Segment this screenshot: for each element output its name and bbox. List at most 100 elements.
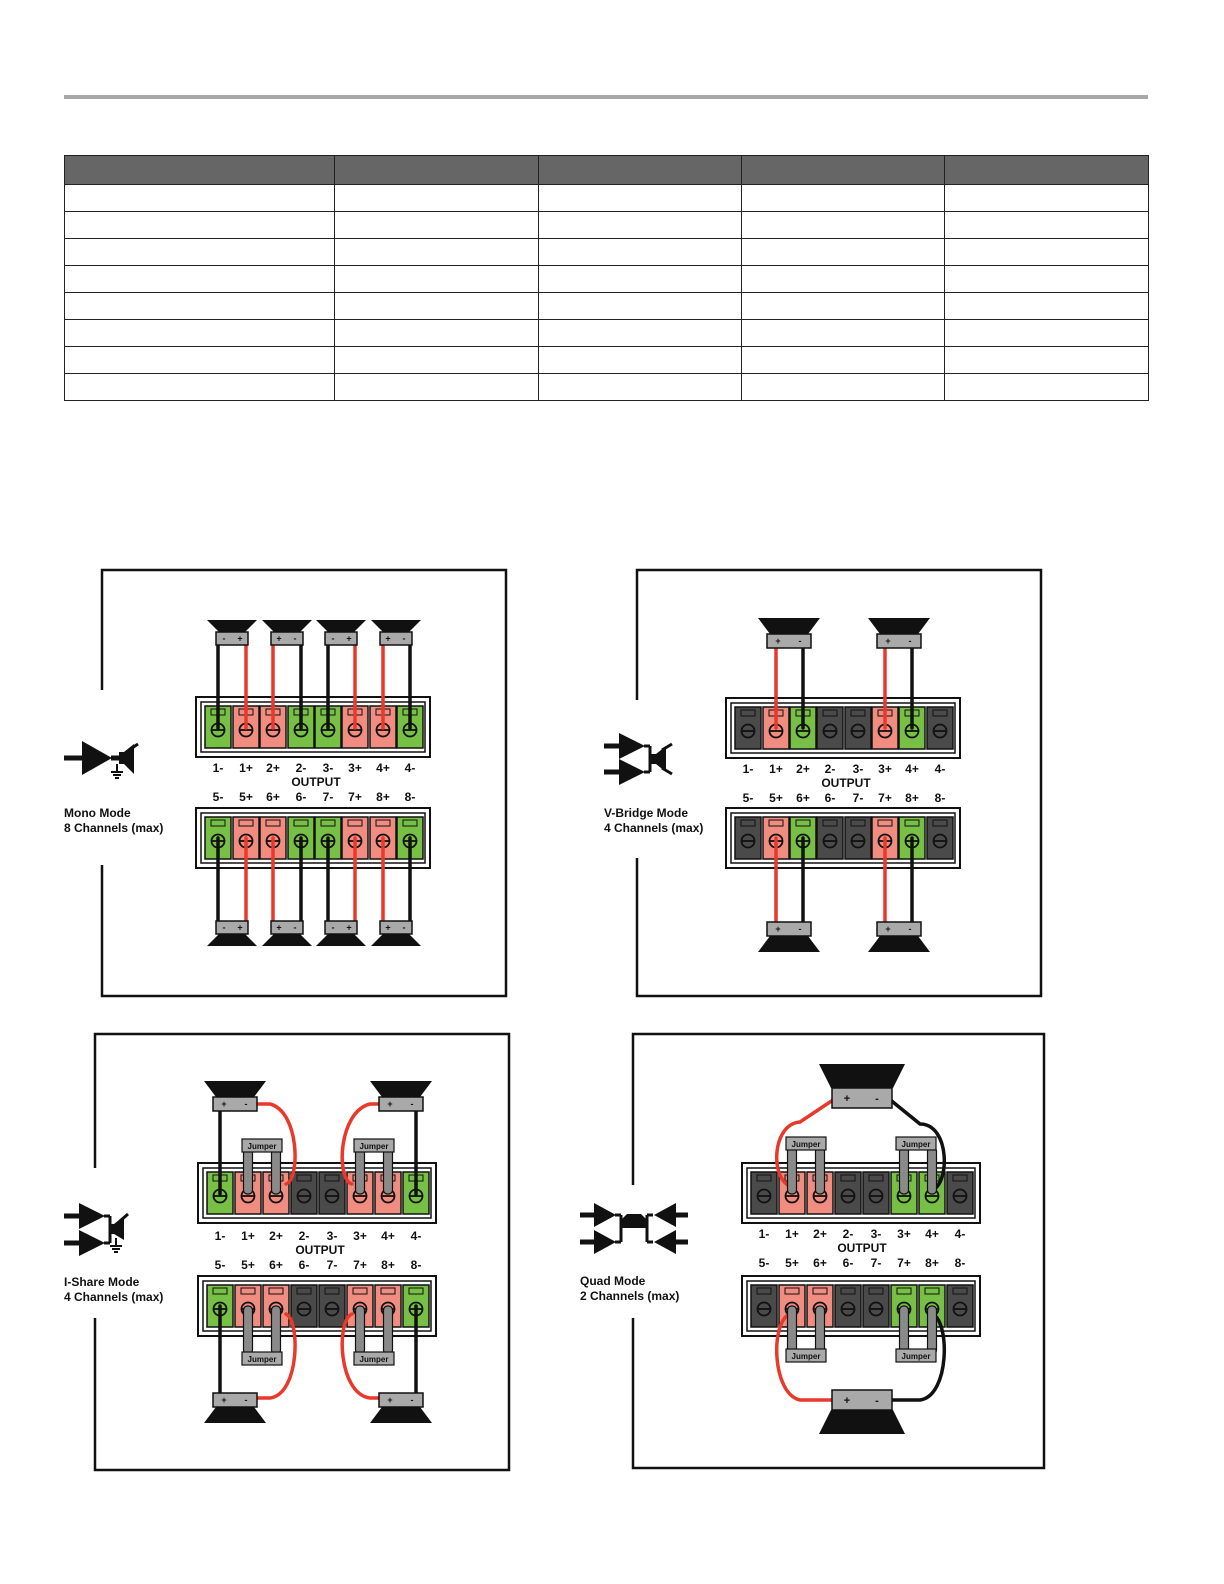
table-cell — [944, 319, 1149, 347]
speaker-polarity-label: + — [844, 1395, 850, 1407]
terminal-tab — [210, 819, 226, 827]
terminal-screw — [822, 723, 838, 739]
speaker-icon — [370, 1407, 432, 1423]
output-label: OUTPUT — [291, 775, 341, 789]
jumper-link — [242, 1147, 254, 1195]
terminal-unused — [926, 706, 954, 750]
terminal-block-inner — [746, 1167, 976, 1219]
table-cell — [538, 373, 742, 401]
table-cell — [741, 238, 945, 266]
mono-amp-icon — [64, 741, 139, 779]
terminal-label: 1- — [215, 1229, 226, 1243]
terminal-screw — [822, 833, 838, 849]
speaker-polarity-label: - — [223, 923, 226, 933]
speaker-terminal-label — [378, 1096, 424, 1112]
terminal-label: 6+ — [813, 1256, 827, 1270]
terminal-screw — [840, 1188, 856, 1204]
terminal-tab — [932, 819, 948, 827]
terminal-tab — [850, 819, 866, 827]
speaker-icon — [758, 936, 820, 952]
speaker-terminal-label — [831, 1389, 893, 1411]
terminal-screw — [850, 723, 866, 739]
jumper-label: Jumper — [792, 1140, 821, 1149]
terminal-label: 1- — [759, 1227, 770, 1241]
speaker-terminal-label — [270, 920, 304, 935]
output-label: OUTPUT — [821, 776, 871, 790]
speaker-polarity-label: + — [387, 1395, 392, 1405]
table-cell — [944, 346, 1149, 374]
speaker-terminal-label — [766, 921, 812, 937]
terminal-tab — [868, 1174, 884, 1182]
spec-table — [64, 155, 1149, 401]
jumper-link — [354, 1147, 366, 1195]
terminal-label: 8- — [935, 791, 946, 805]
speaker-polarity-label: - — [411, 1099, 414, 1109]
terminal-screw — [868, 1301, 884, 1317]
speaker-polarity-label: + — [276, 923, 281, 933]
speaker-polarity-label: - — [332, 634, 335, 644]
mode-channels: 4 Channels (max) — [64, 1290, 163, 1304]
terminal-label: 6- — [296, 790, 307, 804]
speaker-polarity-label: + — [775, 636, 780, 646]
terminal-label: 3+ — [878, 762, 892, 776]
terminal-tab — [740, 819, 756, 827]
speaker-terminal-label — [876, 633, 922, 649]
speaker-icon — [819, 1064, 905, 1088]
wire — [774, 1096, 838, 1188]
terminal-tab — [850, 709, 866, 717]
terminal-label: 3+ — [897, 1227, 911, 1241]
jumper-label-box — [785, 1136, 827, 1151]
terminal-label: 4+ — [376, 761, 390, 775]
speaker-terminal-label — [324, 631, 358, 646]
speaker-polarity-label: - — [245, 1395, 248, 1405]
speaker-icon — [371, 620, 421, 632]
terminal-screw — [850, 833, 866, 849]
terminal-tab — [812, 1287, 828, 1295]
speaker-polarity-label: + — [844, 1093, 850, 1105]
terminal-unused — [946, 1171, 974, 1215]
speaker-polarity-label: - — [799, 924, 802, 934]
terminal-label: 4+ — [381, 1229, 395, 1243]
terminal-tab — [238, 819, 254, 827]
terminal-label: 2- — [299, 1229, 310, 1243]
mode-title: V-Bridge Mode — [604, 806, 688, 820]
speaker-terminal-label — [212, 1392, 258, 1408]
terminal-label: 8- — [955, 1256, 966, 1270]
mode-title: I-Share Mode — [64, 1275, 140, 1289]
terminal-label: 4+ — [905, 762, 919, 776]
terminal-label: 5- — [215, 1258, 226, 1272]
terminal-label: 7+ — [348, 790, 362, 804]
table-header-cell — [334, 155, 539, 185]
speaker-terminal-label — [379, 920, 413, 935]
terminal-tab — [375, 819, 391, 827]
speaker-icon — [204, 1407, 266, 1423]
speaker-icon — [207, 620, 257, 632]
speaker-polarity-label: + — [385, 634, 390, 644]
table-row — [64, 238, 1149, 266]
terminal-unused — [862, 1171, 890, 1215]
terminal-tab — [904, 819, 920, 827]
speaker-icon — [819, 1410, 905, 1434]
speaker-polarity-label: + — [346, 634, 351, 644]
table-cell — [334, 373, 539, 401]
terminal-block-inner — [746, 1280, 976, 1332]
terminal-tab — [952, 1174, 968, 1182]
terminal-tab — [324, 1287, 340, 1295]
terminal-label: 8+ — [381, 1258, 395, 1272]
table-cell — [741, 346, 945, 374]
terminal-block-inner — [200, 701, 426, 753]
terminal-tab — [868, 1287, 884, 1295]
terminal-unused — [926, 816, 954, 860]
terminal-label: 4+ — [925, 1227, 939, 1241]
terminal-tab — [296, 1174, 312, 1182]
wire — [240, 1102, 297, 1186]
terminal-tab — [352, 1287, 368, 1295]
terminal-label: 6+ — [266, 790, 280, 804]
terminal-screw — [952, 1188, 968, 1204]
terminal-screw — [296, 1301, 312, 1317]
terminal-label: 5+ — [239, 790, 253, 804]
terminal-label: 6- — [843, 1256, 854, 1270]
ishare-amp-icon — [64, 1203, 129, 1256]
terminal-label: 3- — [853, 762, 864, 776]
